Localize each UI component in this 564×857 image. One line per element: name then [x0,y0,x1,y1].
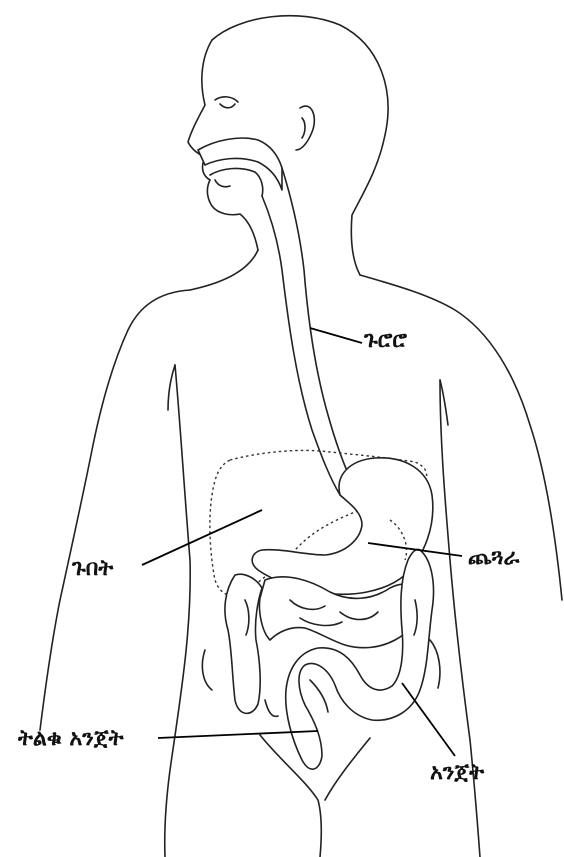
liver-label: ጉበት [72,558,113,580]
throat-leader-line [310,328,362,343]
large-intestine-label: ትልቁ አንጀት [18,728,123,750]
liver-leader-line [142,510,262,565]
mouth-pharynx [198,138,282,196]
esophagus [262,168,350,495]
throat-label: ጉሮሮ [364,330,407,352]
intestine-label: አንጀት [430,762,484,784]
stomach-label: ጨጓራ [468,547,519,569]
intestine-leader-line [402,683,455,756]
